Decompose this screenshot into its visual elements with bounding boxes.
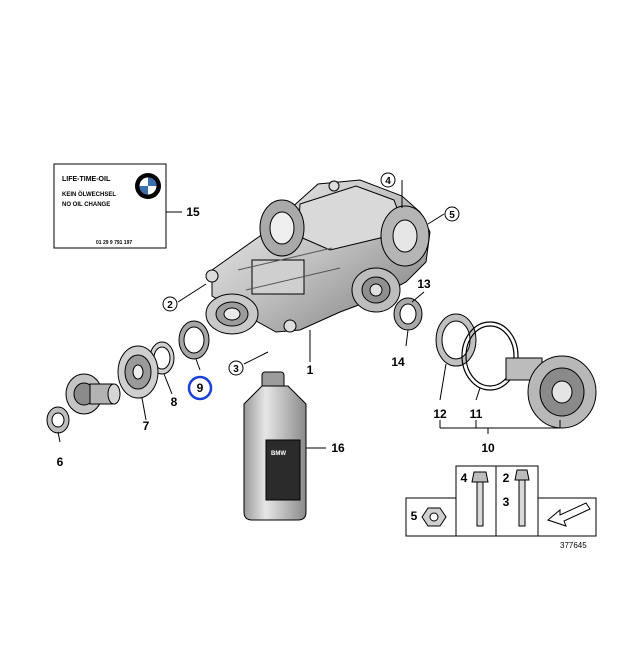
hardware-label-2: 2: [503, 471, 510, 485]
hardware-box: [405, 465, 597, 537]
part-6-washer: [46, 406, 70, 434]
callout-16: 16: [331, 441, 345, 455]
arrow-down-left-icon: [546, 502, 591, 527]
label-line3: NO OIL CHANGE: [62, 202, 110, 208]
callout-3-circle: 3: [228, 360, 244, 376]
callout-11: 11: [470, 407, 483, 421]
bmw-logo-icon: [135, 173, 161, 199]
leader-lines: [57, 180, 561, 443]
callout-4-circle: 4: [380, 172, 396, 188]
nut-icon: [421, 507, 447, 527]
oil-bottle: BMW: [243, 371, 307, 521]
callout-1: 1: [307, 363, 314, 377]
callout-5: 5: [449, 210, 455, 221]
callout-2-circle: 2: [162, 296, 178, 312]
hardware-label-3: 3: [503, 495, 510, 509]
callout-8: 8: [171, 395, 178, 409]
bolt-long-icon: [471, 471, 489, 527]
callout-3: 3: [233, 364, 239, 375]
part-10-drive-flange: [505, 355, 597, 429]
label-line1: LIFE-TIME-OIL: [62, 176, 111, 183]
hardware-label-4: 4: [461, 471, 468, 485]
part-9-seal: [178, 320, 210, 360]
label-part-number: 01 29 9 791 197: [96, 240, 132, 246]
part-14-seal: [393, 297, 423, 331]
oil-bottle-label: BMW: [271, 451, 286, 457]
diagram-id: 377645: [560, 541, 587, 550]
output-flange: [351, 267, 401, 313]
callout-14: 14: [391, 355, 405, 369]
part-7-flange: [117, 345, 159, 399]
label-line2: KEIN ÖLWECHSEL: [62, 191, 116, 198]
callout-5-circle: 5: [444, 206, 460, 222]
callout-6: 6: [57, 455, 64, 469]
input-flange: [205, 293, 259, 335]
hardware-label-5: 5: [411, 509, 418, 523]
callout-7: 7: [143, 419, 150, 433]
callout-9[interactable]: 9: [197, 381, 204, 395]
bolt-short-icon: [514, 469, 530, 527]
callout-13: 13: [417, 277, 431, 291]
callout-10: 10: [481, 441, 495, 455]
callout-4: 4: [385, 176, 391, 187]
callout-12: 12: [433, 407, 447, 421]
part-7b-output-flange: [65, 373, 121, 415]
callout-9-highlight[interactable]: 9: [187, 375, 213, 401]
part-11-oring: [461, 321, 519, 391]
callout-2: 2: [167, 300, 173, 311]
oil-label-card: LIFE-TIME-OIL KEIN ÖLWECHSEL NO OIL CHAN…: [53, 163, 167, 249]
callout-15: 15: [186, 205, 200, 219]
